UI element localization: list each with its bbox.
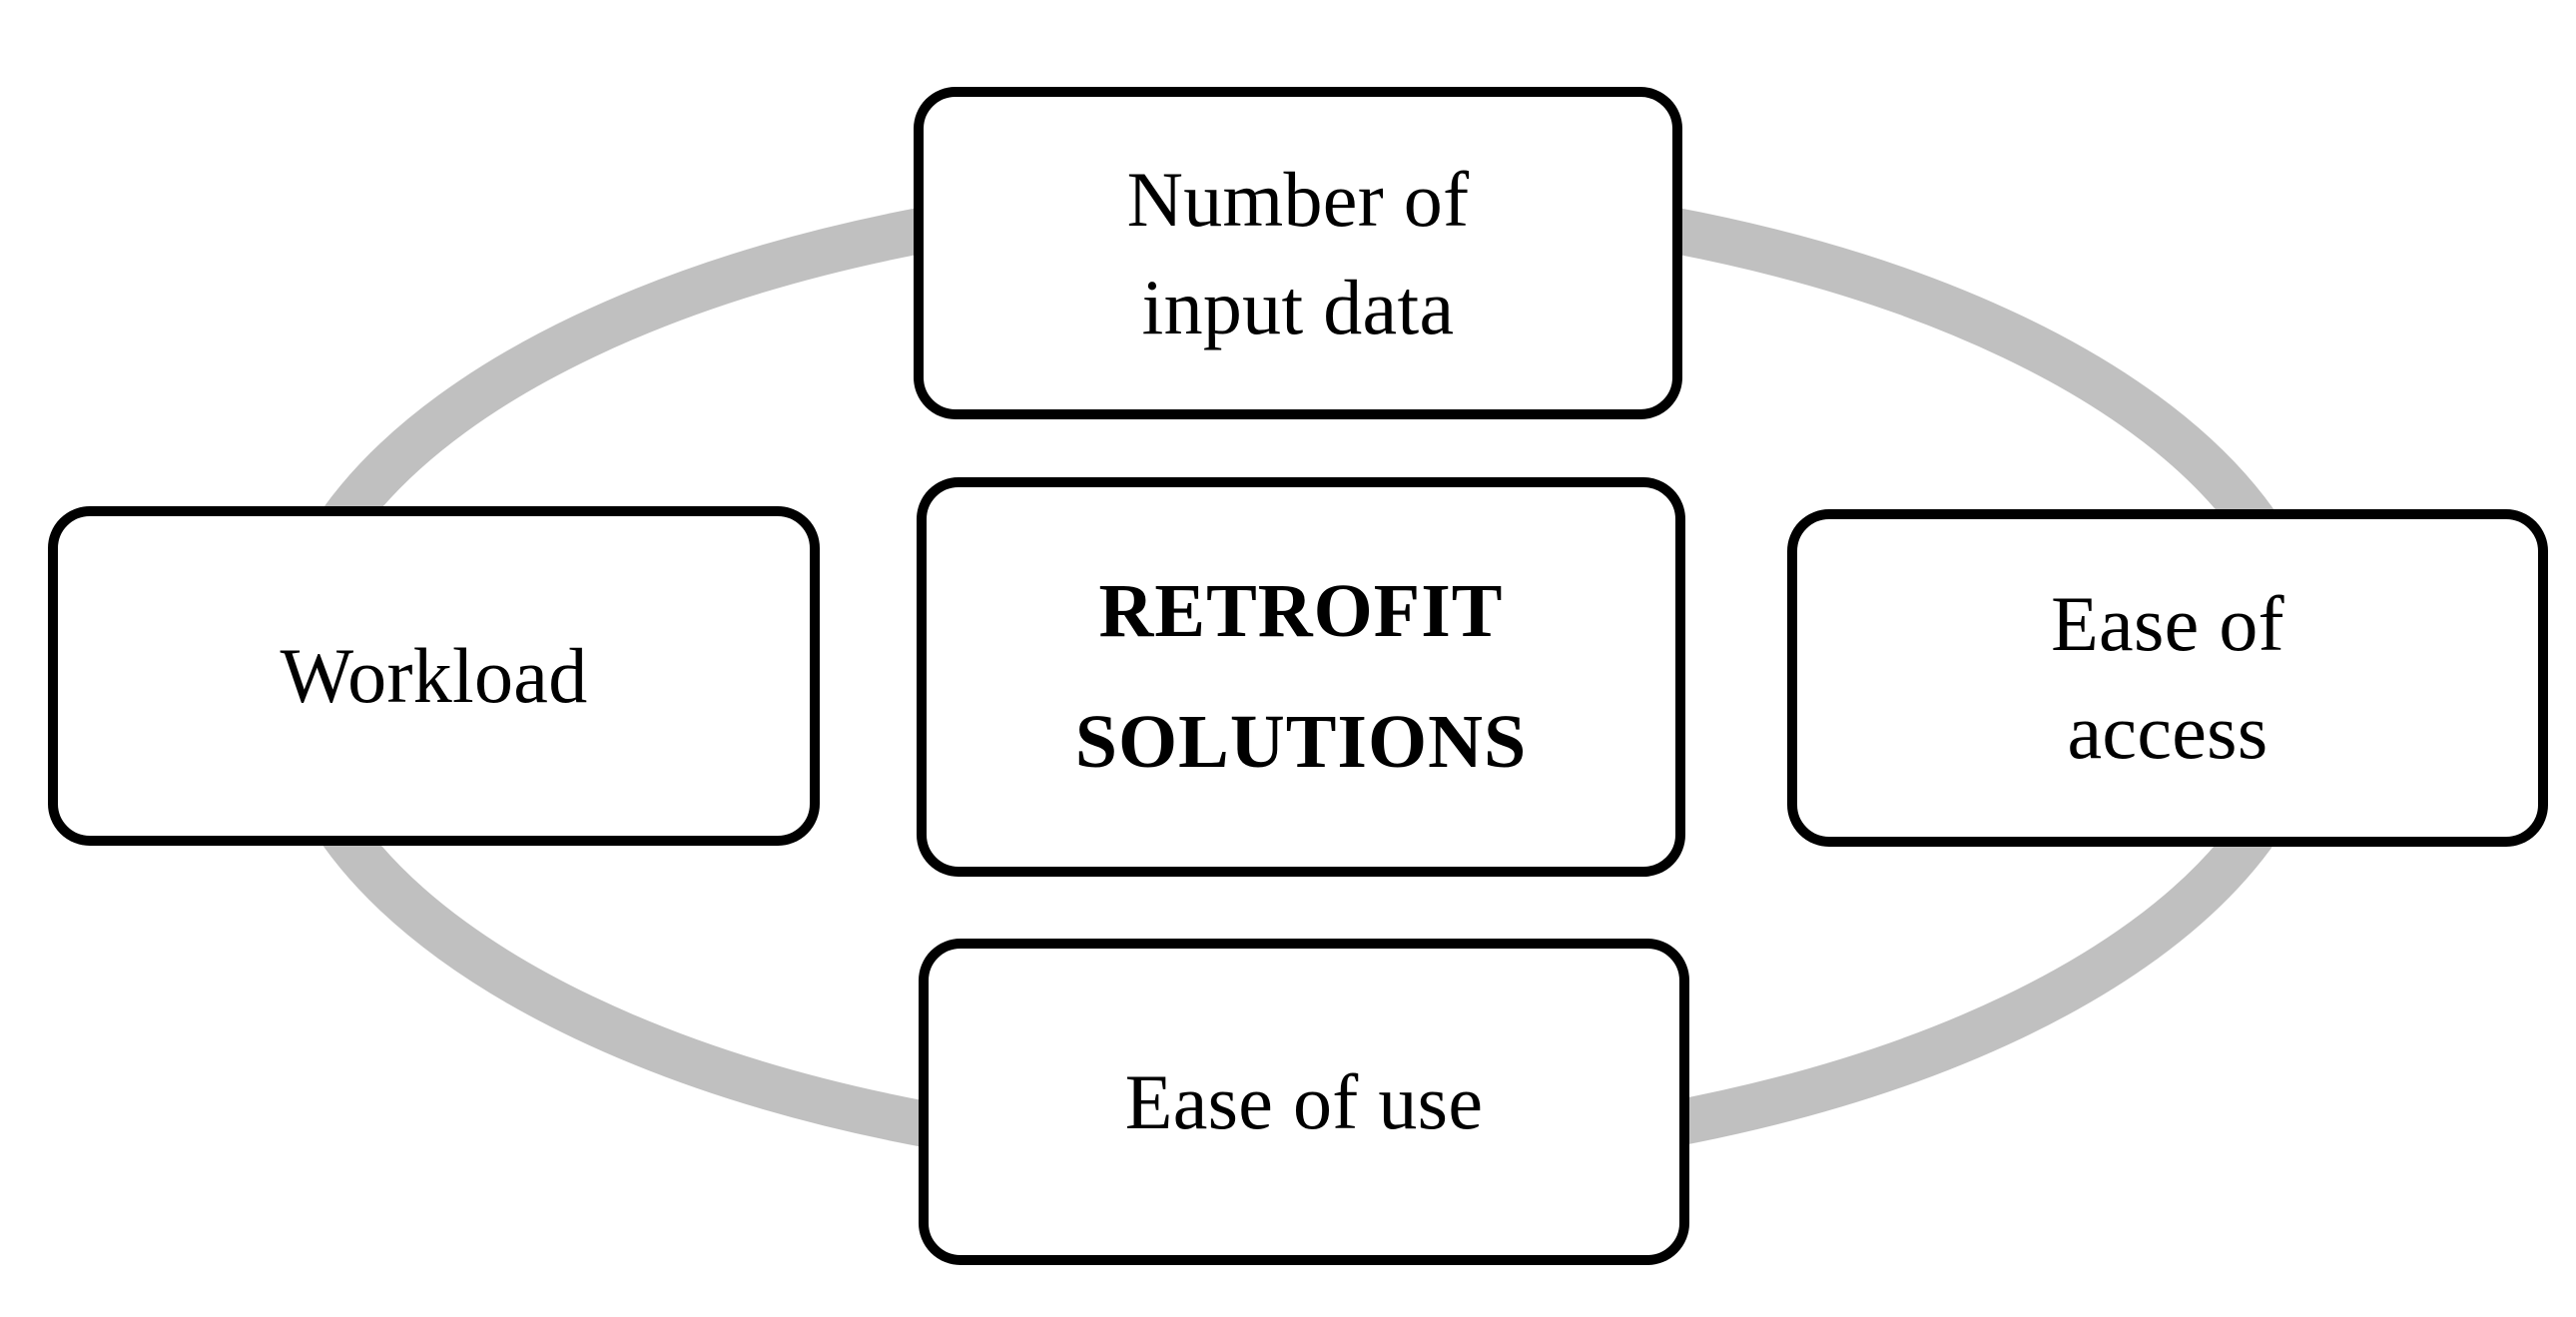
node-workload[interactable]: Workload xyxy=(48,506,820,846)
node-label-ease-of-access: Ease of access xyxy=(2051,580,2284,775)
node-label-ease-of-use: Ease of use xyxy=(1124,1057,1484,1145)
node-ease-of-access[interactable]: Ease of access xyxy=(1787,509,2548,847)
node-label-workload: Workload xyxy=(280,632,588,720)
node-ease-of-use[interactable]: Ease of use xyxy=(919,939,1689,1265)
node-label-retrofit-solutions: RETROFIT SOLUTIONS xyxy=(1074,569,1528,784)
node-number-of-input-data[interactable]: Number of input data xyxy=(914,87,1682,419)
node-label-number-of-input-data: Number of input data xyxy=(1126,155,1470,350)
node-retrofit-solutions[interactable]: RETROFIT SOLUTIONS xyxy=(917,477,1685,877)
